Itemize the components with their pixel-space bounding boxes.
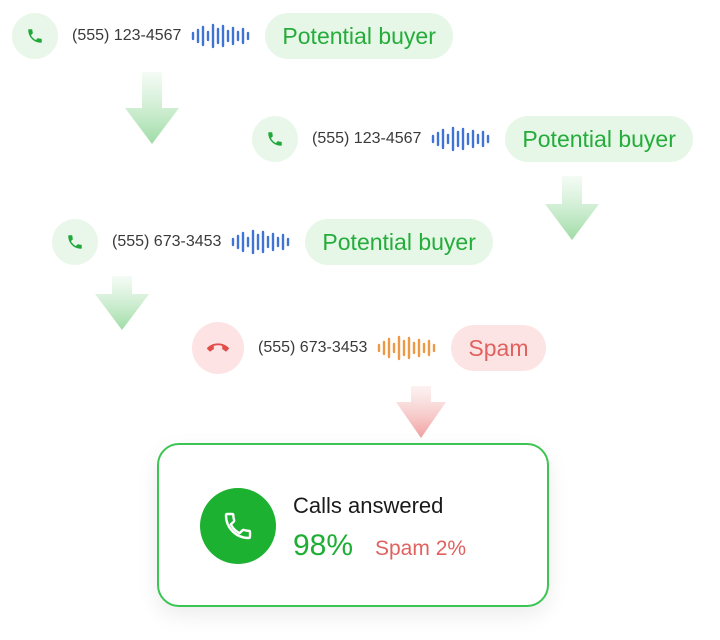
- phone-icon: [28, 29, 42, 43]
- call-icon-container: [192, 322, 244, 374]
- summary-icon-container: [200, 488, 276, 564]
- call-tag: Potential buyer: [505, 116, 693, 162]
- audio-waveform-icon: [432, 126, 490, 152]
- audio-waveform-icon: [192, 23, 250, 49]
- call-tag: Spam: [451, 325, 546, 371]
- phone-number: (555) 673-3453: [112, 233, 222, 250]
- call-icon-container: [52, 219, 98, 265]
- phone-hangup-icon: [207, 343, 229, 352]
- arrow-down-icon: [95, 276, 149, 330]
- summary-title: Calls answered: [293, 493, 444, 518]
- spam-percent: Spam 2%: [375, 537, 467, 560]
- arrow-down-icon: [125, 72, 179, 144]
- call-tag: Potential buyer: [265, 13, 453, 59]
- phone-number: (555) 673-3453: [258, 339, 368, 356]
- phone-number: (555) 123-4567: [72, 27, 182, 44]
- call-row: (555) 673-3453 Spam: [192, 322, 546, 374]
- answered-percent: 98%: [293, 529, 354, 562]
- call-icon-container: [252, 116, 298, 162]
- call-row: (555) 673-3453 Potential buyer: [52, 218, 493, 266]
- audio-waveform-icon: [378, 335, 436, 361]
- call-row: (555) 123-4567 Potential buyer: [12, 12, 453, 60]
- arrow-down-icon: [396, 386, 446, 438]
- call-tag: Potential buyer: [305, 219, 493, 265]
- call-icon-container: [12, 13, 58, 59]
- phone-icon: [224, 512, 252, 540]
- phone-number: (555) 123-4567: [312, 130, 422, 147]
- summary-card: Calls answered 98% Spam 2%: [157, 443, 549, 607]
- call-row: (555) 123-4567 Potential buyer: [252, 115, 693, 163]
- phone-icon: [68, 235, 82, 249]
- phone-icon: [268, 132, 282, 146]
- audio-waveform-icon: [232, 229, 290, 255]
- arrow-down-icon: [545, 176, 599, 240]
